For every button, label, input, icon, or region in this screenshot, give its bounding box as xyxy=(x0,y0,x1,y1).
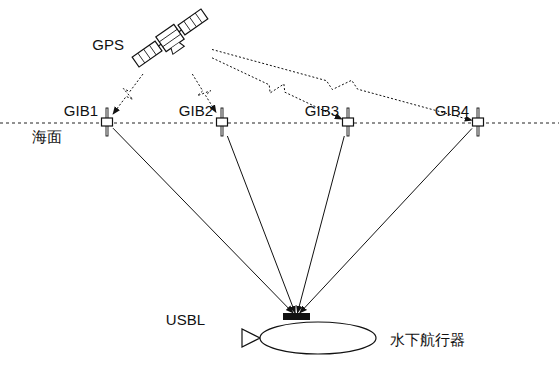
acoustic-arrow xyxy=(300,128,472,313)
gps-signal-arrow xyxy=(212,58,342,119)
buoy-shape xyxy=(101,108,113,136)
usbl-transducer: USBL xyxy=(283,313,310,320)
buoy-shape xyxy=(342,108,354,136)
node-label: GIB4 xyxy=(435,103,469,119)
gib-buoy: GIB2 xyxy=(216,108,228,136)
sat-shape xyxy=(128,2,212,74)
buoy-shape xyxy=(472,108,484,136)
gib-buoy: GIB3 xyxy=(342,108,354,136)
node-label: USBL xyxy=(166,312,205,328)
usbl-shape xyxy=(283,313,310,320)
node-label: GIB2 xyxy=(179,103,213,119)
node-label: 水下航行器 xyxy=(390,332,465,348)
acoustic-arrow xyxy=(227,136,295,313)
buoy-shape xyxy=(216,108,228,136)
acoustic-arrow xyxy=(297,136,344,313)
node-label: GIB1 xyxy=(64,103,98,119)
gps-satellite: GPS xyxy=(128,2,212,74)
free-label: 海面 xyxy=(32,129,62,145)
gps-signal-arrow xyxy=(113,74,143,114)
acoustic-arrow xyxy=(113,128,293,313)
underwater-vehicle: 水下航行器USBL xyxy=(240,316,378,358)
gib-buoy: GIB1 xyxy=(101,108,113,136)
vehicle-shape xyxy=(240,316,378,358)
node-label: GIB3 xyxy=(305,103,339,119)
node-label: GPS xyxy=(92,37,124,53)
gps-signal-arrow xyxy=(212,49,472,120)
gib-buoy: GIB4 xyxy=(472,108,484,136)
